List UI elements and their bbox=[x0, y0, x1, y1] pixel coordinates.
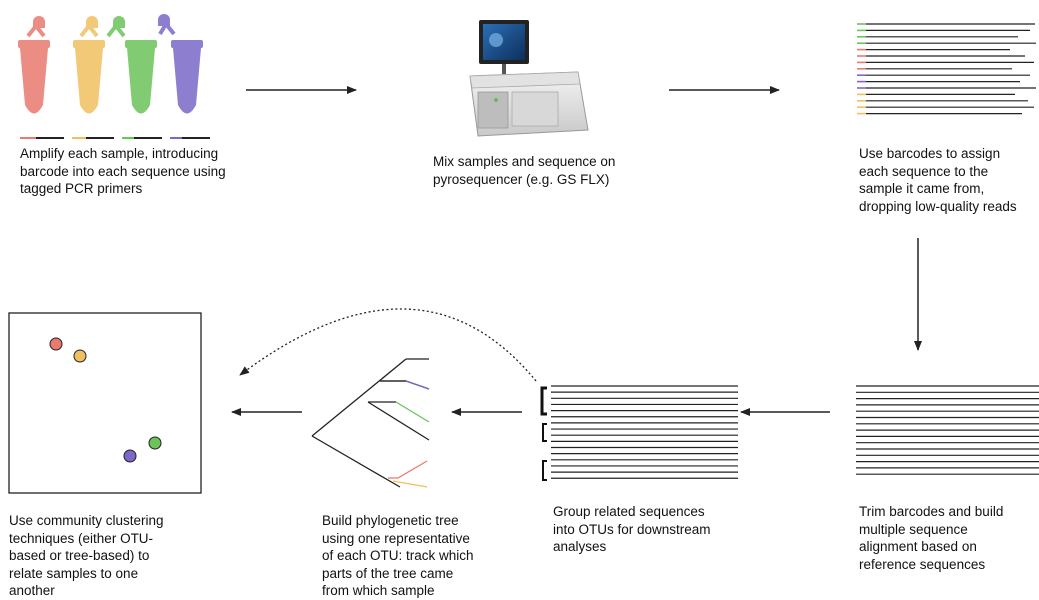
tube-red-icon bbox=[18, 16, 50, 114]
sample-point-green bbox=[148, 436, 162, 450]
tube-yellow-icon bbox=[73, 16, 105, 114]
sample-point-yellow bbox=[73, 349, 87, 363]
tube-green-icon bbox=[106, 16, 157, 114]
caption-cluster: Use community clustering techniques (eit… bbox=[9, 513, 164, 598]
caption-amplify: Amplify each sample, introducing barcode… bbox=[20, 146, 226, 196]
otu-groups bbox=[551, 385, 738, 479]
otu-brackets bbox=[540, 386, 547, 481]
assigned-reads bbox=[857, 23, 1036, 115]
sequence-alignment bbox=[856, 385, 1039, 475]
clustering-plot bbox=[8, 312, 202, 494]
caption-assign: Use barcodes to assign each sequence to … bbox=[859, 146, 1017, 214]
caption-sequence: Mix samples and sequence on pyrosequence… bbox=[433, 154, 616, 187]
caption-tree: Build phylogenetic tree using one repres… bbox=[322, 513, 474, 598]
caption-align: Trim barcodes and build multiple sequenc… bbox=[859, 504, 1004, 572]
dotted-arrow-group-to-cluster bbox=[239, 308, 537, 382]
sample-point-purple bbox=[123, 449, 137, 463]
phylogenetic-tree bbox=[311, 358, 430, 488]
tube-purple-icon bbox=[158, 14, 203, 114]
sample-point-red bbox=[49, 337, 63, 351]
pcr-tubes-icon bbox=[18, 14, 210, 139]
pyrosequencer-icon bbox=[469, 20, 589, 137]
caption-group: Group related sequences into OTUs for do… bbox=[553, 504, 711, 554]
